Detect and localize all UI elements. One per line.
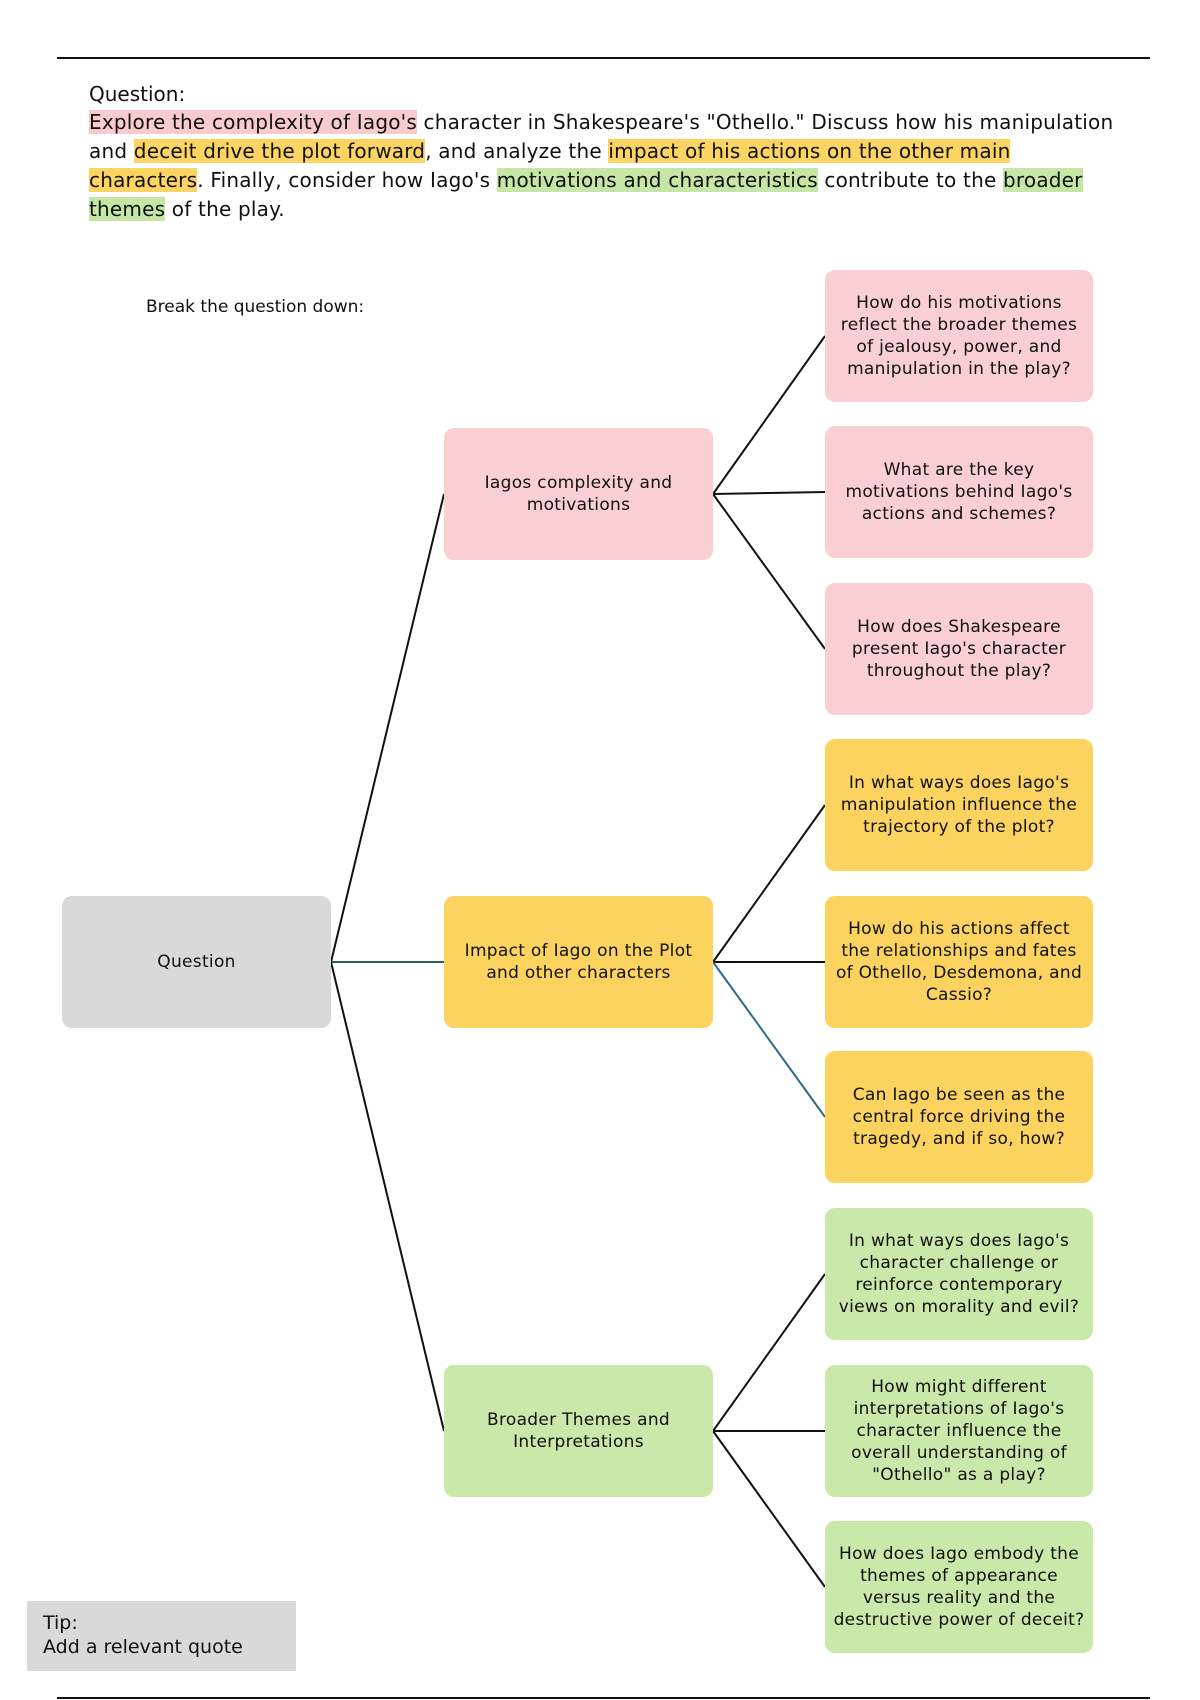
bottom-rule bbox=[57, 1697, 1150, 1699]
question-text: Explore the complexity of Iago's charact… bbox=[89, 108, 1129, 224]
connector bbox=[712, 493, 826, 650]
top-rule bbox=[57, 57, 1150, 59]
question-text-part: , and analyze the bbox=[425, 139, 609, 163]
tip-title: Tip: bbox=[43, 1612, 78, 1634]
connector bbox=[712, 1430, 826, 1588]
sub-question-node: How do his motivations reflect the broad… bbox=[825, 270, 1093, 402]
tip-text: Add a relevant quote bbox=[43, 1636, 243, 1658]
tip-box: Tip: Add a relevant quote bbox=[27, 1601, 296, 1671]
connector bbox=[330, 493, 445, 963]
question-text-part: of the play. bbox=[165, 197, 285, 221]
sub-question-node: How does Shakespeare present Iago's char… bbox=[825, 583, 1093, 715]
sub-question-node: In what ways does Iago's manipulation in… bbox=[825, 739, 1093, 871]
question-text-part: . Finally, consider how Iago's bbox=[197, 168, 497, 192]
branch-complexity-node: Iagos complexity and motivations bbox=[444, 428, 713, 560]
sub-question-node: What are the key motivations behind Iago… bbox=[825, 426, 1093, 558]
connector bbox=[712, 491, 826, 495]
question-text-part: contribute to the bbox=[817, 168, 1004, 192]
branch-themes-node: Broader Themes and Interpretations bbox=[444, 1365, 713, 1497]
branch-impact-node: Impact of Iago on the Plot and other cha… bbox=[444, 896, 713, 1028]
highlight-deceit: deceit drive the plot forward bbox=[133, 139, 426, 163]
connector bbox=[712, 961, 826, 1118]
highlight-complexity: Explore the complexity of Iago's bbox=[89, 110, 417, 134]
question-label: Question: bbox=[89, 82, 186, 106]
connector bbox=[712, 1273, 826, 1432]
highlight-motivations: motivations and characteristics bbox=[496, 168, 818, 192]
sub-question-node: How does Iago embody the themes of appea… bbox=[825, 1521, 1093, 1653]
connector bbox=[330, 961, 445, 1432]
question-text-part: character in Shakespeare's "Othello." Di… bbox=[89, 110, 1114, 163]
connector bbox=[712, 335, 826, 495]
root-question-node: Question bbox=[62, 896, 331, 1028]
sub-question-node: How do his actions affect the relationsh… bbox=[825, 896, 1093, 1028]
sub-question-node: Can Iago be seen as the central force dr… bbox=[825, 1051, 1093, 1183]
sub-question-node: In what ways does Iago's character chall… bbox=[825, 1208, 1093, 1340]
connector bbox=[712, 804, 826, 963]
breakdown-label: Break the question down: bbox=[146, 297, 365, 317]
sub-question-node: How might different interpretations of I… bbox=[825, 1365, 1093, 1497]
